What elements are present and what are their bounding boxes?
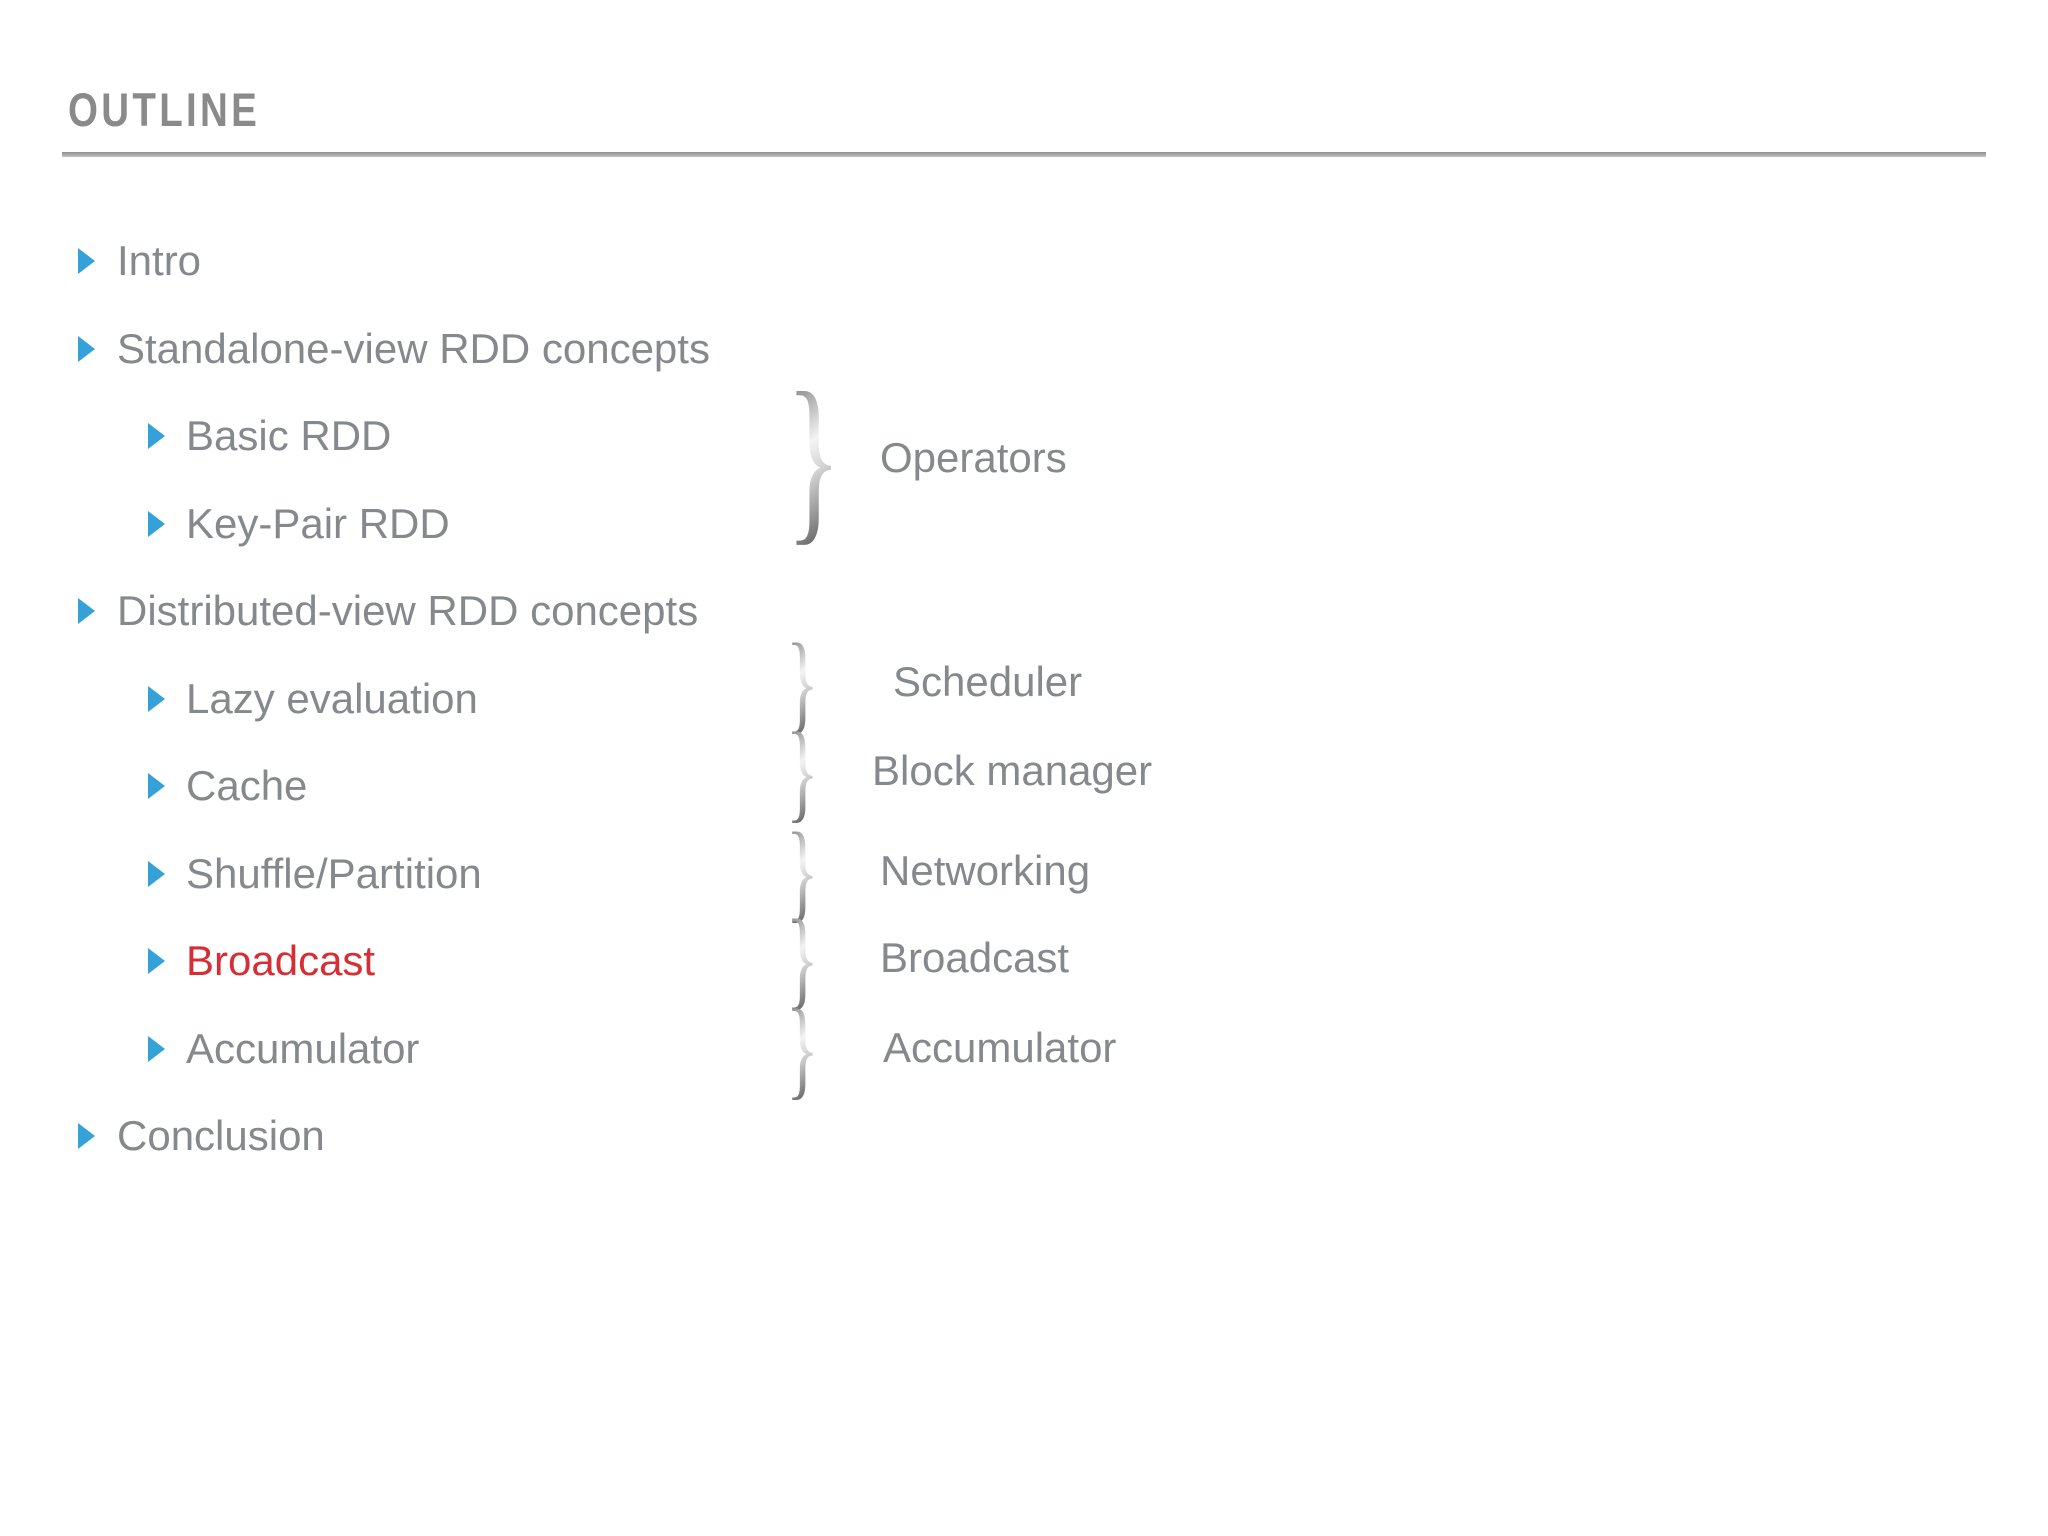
- outline-item-label: Cache: [186, 762, 308, 809]
- outline-item-label: Key-Pair RDD: [186, 499, 450, 547]
- outline-item-label: Shuffle/Partition: [186, 849, 482, 897]
- annotation-label: Operators: [880, 433, 1067, 481]
- annotation-label: Scheduler: [893, 657, 1083, 705]
- bullet-triangle-icon: [148, 510, 165, 537]
- bullet-triangle-icon: [148, 423, 165, 449]
- outline-item-label: Broadcast: [186, 937, 376, 984]
- bullet-triangle-icon: [78, 598, 95, 624]
- outline-item-label: Conclusion: [117, 1112, 325, 1159]
- bullet-triangle-icon: [78, 1123, 95, 1149]
- bullet-triangle-icon: [148, 773, 165, 799]
- annotation-label: Broadcast: [880, 934, 1070, 981]
- outline-item-label: Lazy evaluation: [186, 674, 478, 722]
- outline-item: Cache: [0, 747, 2048, 825]
- outline-item-label: Intro: [117, 237, 202, 284]
- outline-item: Distributed-view RDD concepts: [0, 572, 2048, 650]
- annotation-label: Networking: [880, 846, 1091, 894]
- outline-item-label: Standalone-view RDD concepts: [117, 324, 710, 372]
- curly-brace-icon: }: [786, 620, 819, 743]
- bullet-triangle-icon: [148, 1035, 165, 1062]
- bullet-triangle-icon: [148, 685, 165, 712]
- bullet-triangle-icon: [148, 948, 165, 974]
- outline-item: Shuffle/Partition: [0, 835, 2048, 913]
- bullet-triangle-icon: [78, 335, 95, 362]
- page-title: OUTLINE: [68, 83, 261, 136]
- outline-item: Lazy evaluation: [0, 660, 2048, 738]
- curly-brace-icon: }: [786, 986, 819, 1109]
- annotation-label: Block manager: [872, 747, 1153, 794]
- bullet-triangle-icon: [148, 860, 165, 887]
- curly-brace-icon: }: [786, 354, 842, 561]
- outline-item-label: Accumulator: [186, 1024, 420, 1072]
- curly-brace-icon: }: [786, 897, 819, 1019]
- outline-item: Standalone-view RDD concepts: [0, 310, 2048, 388]
- outline-item-label: Distributed-view RDD concepts: [117, 587, 699, 634]
- curly-brace-icon: }: [786, 710, 819, 832]
- outline-item: Intro: [0, 222, 2048, 300]
- title-rule: [62, 152, 1986, 157]
- outline-item: Accumulator: [0, 1010, 2048, 1088]
- outline-item: Basic RDD: [0, 397, 2048, 475]
- curly-brace-icon: }: [786, 809, 819, 932]
- bullet-triangle-icon: [78, 248, 95, 274]
- outline-item: Key-Pair RDD: [0, 485, 2048, 563]
- outline-item: Conclusion: [0, 1097, 2048, 1175]
- annotation-label: Accumulator: [883, 1023, 1117, 1071]
- outline-item: Broadcast: [0, 922, 2048, 1000]
- outline-item-label: Basic RDD: [186, 412, 392, 459]
